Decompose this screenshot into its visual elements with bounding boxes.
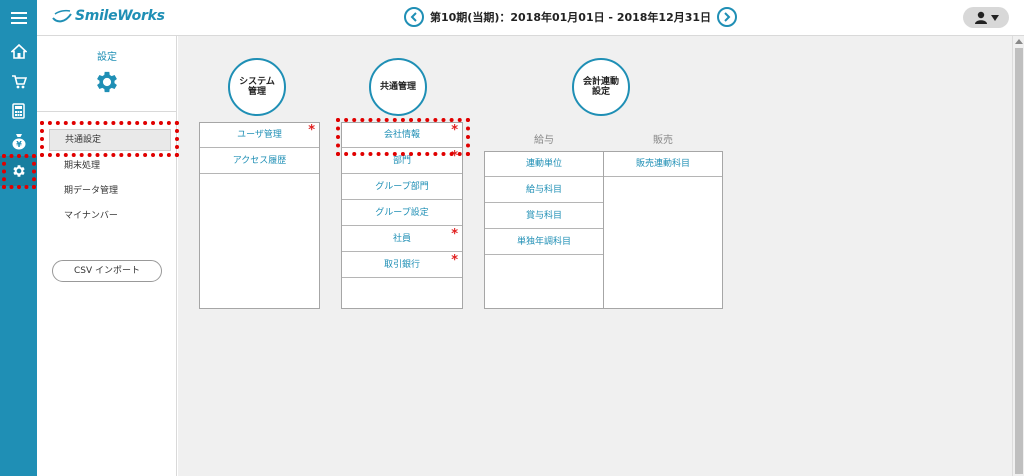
sidebar-item-my-number[interactable]: マイナンバー bbox=[64, 211, 118, 221]
payroll-column-header: 給与 bbox=[534, 135, 554, 146]
logo-text: SmileWorks bbox=[75, 8, 165, 24]
row-label: 販売連動科目 bbox=[635, 159, 690, 169]
user-menu-button[interactable] bbox=[963, 7, 1009, 28]
payroll-link-panel: 連動単位 給与科目 賞与科目 単独年調科目 bbox=[484, 151, 604, 309]
row-label: 連動単位 bbox=[525, 159, 562, 169]
vertical-scrollbar[interactable] bbox=[1012, 36, 1024, 476]
accounting-title-line2: 設定 bbox=[591, 87, 610, 97]
settings-gear-icon[interactable] bbox=[0, 156, 37, 186]
required-mark: * bbox=[451, 253, 458, 268]
fiscal-period-selector: 第10期(当期)：2018年01月01日 - 2018年12月31日 bbox=[404, 7, 738, 27]
row-label: 給与科目 bbox=[525, 185, 562, 195]
system-title-line2: 管理 bbox=[247, 87, 266, 97]
sidebar-item-period-data[interactable]: 期データ管理 bbox=[64, 186, 119, 196]
system-title-line1: システム bbox=[239, 77, 275, 87]
highlight-common-settings bbox=[40, 121, 179, 157]
sidebar-divider bbox=[37, 111, 177, 112]
year-end-adjustment-account-link[interactable]: 単独年調科目 bbox=[485, 230, 603, 255]
scrollbar-thumb[interactable] bbox=[1015, 48, 1023, 474]
required-mark: * bbox=[308, 123, 315, 138]
smileworks-logo[interactable]: SmileWorks bbox=[51, 8, 165, 24]
scroll-up-arrow-icon[interactable] bbox=[1015, 39, 1023, 44]
group-settings-link[interactable]: グループ設定 bbox=[342, 201, 462, 226]
period-label: 第10期(当期)：2018年01月01日 - 2018年12月31日 bbox=[430, 11, 712, 24]
row-label: グループ部門 bbox=[375, 182, 429, 192]
settings-sidebar: 設定 共通設定 期末処理 期データ管理 マイナンバー CSV インポート bbox=[37, 36, 177, 476]
icon-rail: ¥ bbox=[0, 0, 37, 476]
access-history-link[interactable]: アクセス履歴 bbox=[200, 149, 319, 174]
sales-column-header: 販売 bbox=[653, 135, 673, 146]
next-period-button[interactable] bbox=[717, 7, 738, 27]
settings-gear-icon-large bbox=[93, 68, 121, 99]
employee-link[interactable]: 社員 * bbox=[342, 227, 462, 252]
csv-import-button[interactable]: CSV インポート bbox=[52, 260, 162, 282]
top-header: SmileWorks 第10期(当期)：2018年01月01日 - 2018年1… bbox=[37, 0, 1024, 36]
caret-down-icon bbox=[990, 14, 999, 21]
highlight-settings-icon bbox=[2, 154, 36, 189]
accounting-link-header: 会計連動設定 bbox=[572, 58, 630, 116]
company-info-link[interactable]: 会社情報 * bbox=[342, 123, 462, 148]
system-management-panel: ユーザ管理 * アクセス履歴 bbox=[199, 122, 320, 309]
common-title: 共通管理 bbox=[379, 82, 416, 92]
sidebar-item-period-end[interactable]: 期末処理 bbox=[64, 161, 101, 171]
row-label: 部門 bbox=[392, 156, 411, 166]
sales-link-panel: 販売連動科目 bbox=[603, 151, 723, 309]
required-mark: * bbox=[451, 227, 458, 242]
row-label: 取引銀行 bbox=[383, 260, 420, 270]
system-management-header: システム管理 bbox=[228, 58, 286, 116]
user-icon bbox=[974, 11, 987, 24]
money-bag-icon[interactable]: ¥ bbox=[0, 126, 37, 156]
required-mark: * bbox=[451, 123, 458, 138]
common-management-header: 共通管理 bbox=[369, 58, 427, 116]
link-unit-link[interactable]: 連動単位 bbox=[485, 152, 603, 177]
row-label: 単独年調科目 bbox=[516, 237, 571, 247]
row-label: アクセス履歴 bbox=[232, 156, 287, 166]
accounting-title-line1: 会計連動 bbox=[582, 77, 619, 87]
group-department-link[interactable]: グループ部門 bbox=[342, 175, 462, 200]
bank-link[interactable]: 取引銀行 * bbox=[342, 253, 462, 278]
main-content: システム管理 ユーザ管理 * アクセス履歴 共通管理 会社情報 * 部門 * グループ… bbox=[178, 36, 1012, 476]
highlight-company-info bbox=[336, 118, 470, 156]
row-label: 賞与科目 bbox=[525, 211, 562, 221]
menu-icon[interactable] bbox=[0, 3, 37, 33]
row-label: グループ設定 bbox=[375, 208, 429, 218]
chevron-right-icon bbox=[724, 12, 731, 22]
sales-link-account-link[interactable]: 販売連動科目 bbox=[604, 152, 722, 177]
previous-period-button[interactable] bbox=[404, 7, 424, 27]
salary-account-link[interactable]: 給与科目 bbox=[485, 178, 603, 203]
row-label: 会社情報 bbox=[383, 130, 420, 140]
calculator-icon[interactable] bbox=[0, 96, 37, 126]
smile-logo-icon bbox=[52, 9, 72, 23]
required-mark: * bbox=[451, 149, 458, 164]
bonus-account-link[interactable]: 賞与科目 bbox=[485, 204, 603, 229]
sidebar-title: 設定 bbox=[97, 52, 117, 63]
sidebar-item-common-settings[interactable]: 共通設定 bbox=[49, 129, 171, 151]
user-management-link[interactable]: ユーザ管理 * bbox=[200, 123, 319, 148]
svg-text:¥: ¥ bbox=[16, 140, 22, 149]
home-icon[interactable] bbox=[0, 36, 37, 66]
row-label: ユーザ管理 bbox=[237, 130, 282, 140]
cart-icon[interactable] bbox=[0, 66, 37, 96]
chevron-left-icon bbox=[410, 12, 417, 22]
row-label: 社員 bbox=[392, 234, 411, 244]
